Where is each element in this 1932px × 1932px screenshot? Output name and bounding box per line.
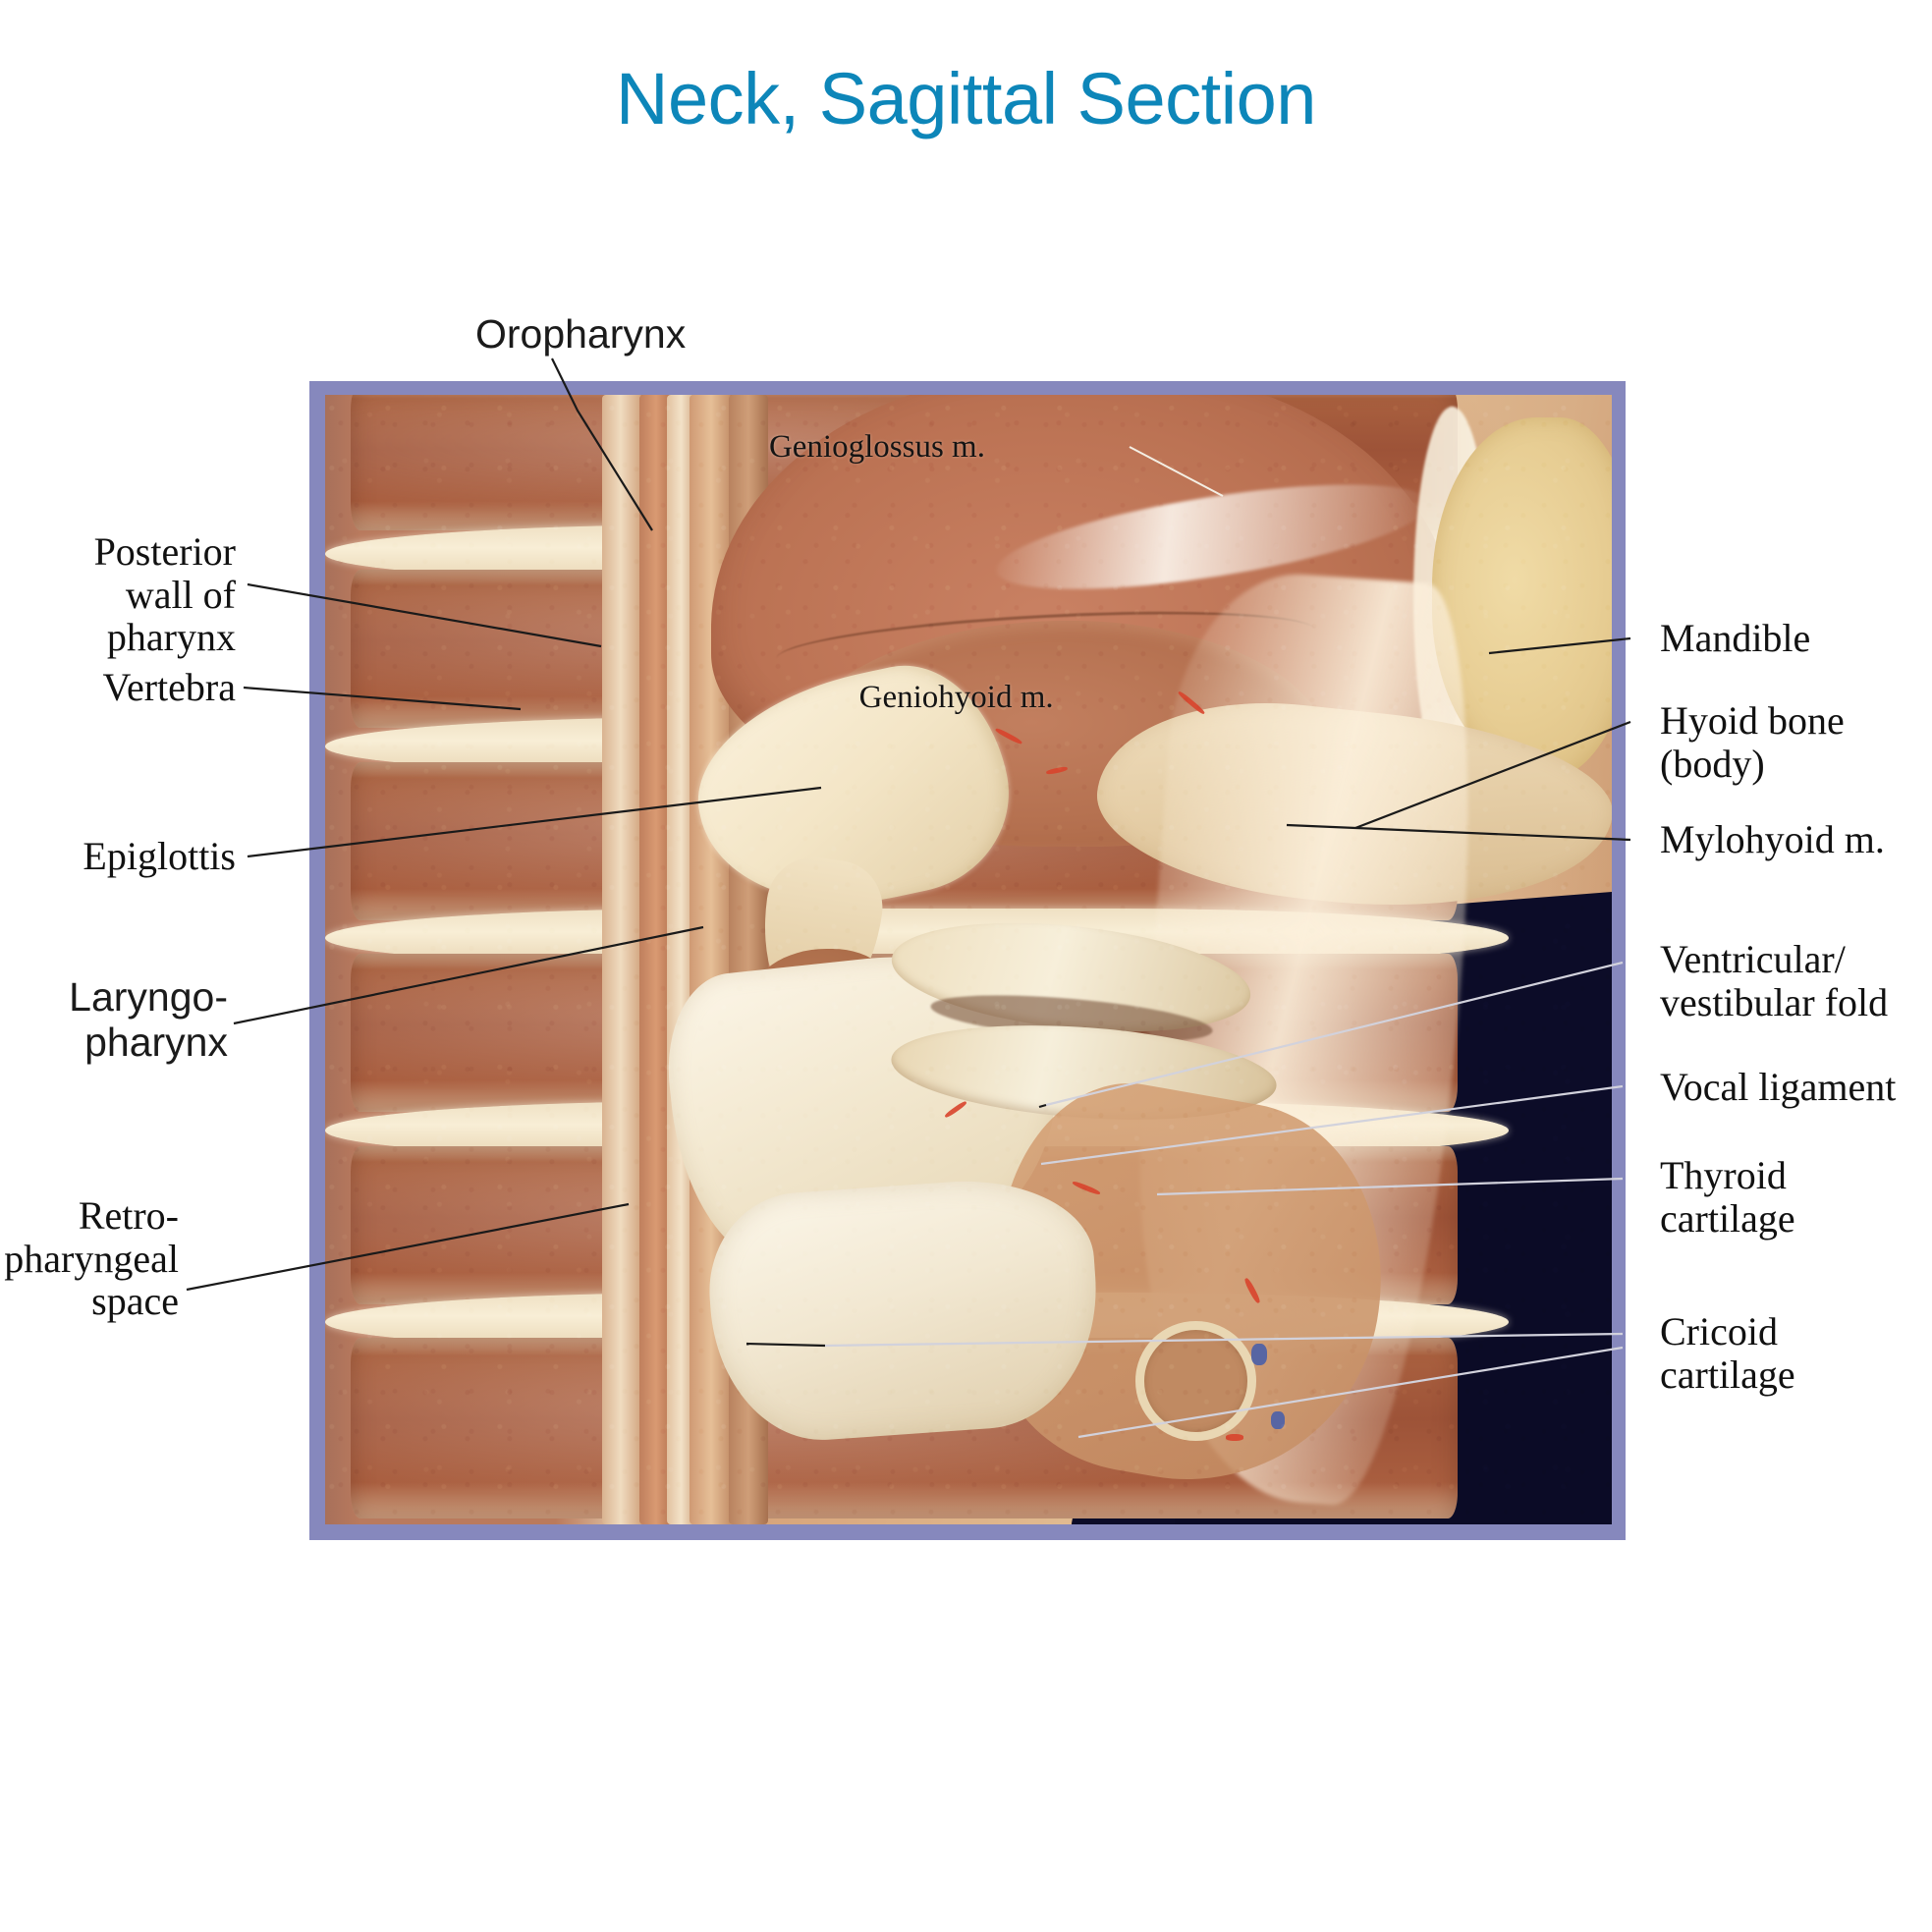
label-thyroid-cartilage: Thyroid cartilage	[1660, 1153, 1795, 1241]
specimen-photograph: Genioglossus m. Geniohyoid m.	[325, 395, 1612, 1524]
figure-frame: Genioglossus m. Geniohyoid m.	[309, 381, 1626, 1540]
label-genioglossus: Genioglossus m.	[768, 428, 985, 465]
label-epiglottis: Epiglottis	[83, 834, 236, 878]
tracheal-ring	[1135, 1321, 1257, 1441]
label-hyoid-bone-body: Hyoid bone (body)	[1660, 698, 1845, 786]
photo-canvas: Genioglossus m. Geniohyoid m.	[325, 395, 1612, 1524]
label-geniohyoid: Geniohyoid m.	[858, 679, 1054, 715]
vein-marking	[1270, 1411, 1285, 1429]
label-posterior-wall-of-pharynx: Posterior wall of pharynx	[93, 529, 236, 660]
label-oropharynx: Oropharynx	[475, 311, 687, 357]
prevertebral-fascia	[601, 395, 643, 1524]
vessel-marking	[1226, 1434, 1243, 1441]
label-mandible: Mandible	[1660, 616, 1811, 660]
page-title: Neck, Sagittal Section	[616, 58, 1316, 139]
label-vertebra: Vertebra	[102, 665, 236, 709]
cricoid-cartilage-body	[702, 1172, 1106, 1448]
label-ventricular-vestibular-fold: Ventricular/ vestibular fold	[1660, 937, 1889, 1024]
label-retropharyngeal-space: Retro- pharyngeal space	[4, 1193, 179, 1324]
label-vocal-ligament: Vocal ligament	[1660, 1065, 1897, 1109]
vein-marking	[1251, 1344, 1268, 1365]
label-mylohyoid: Mylohyoid m.	[1660, 817, 1885, 861]
label-laryngopharynx: Laryngo- pharynx	[69, 974, 228, 1065]
label-cricoid-cartilage: Cricoid cartilage	[1660, 1309, 1795, 1397]
